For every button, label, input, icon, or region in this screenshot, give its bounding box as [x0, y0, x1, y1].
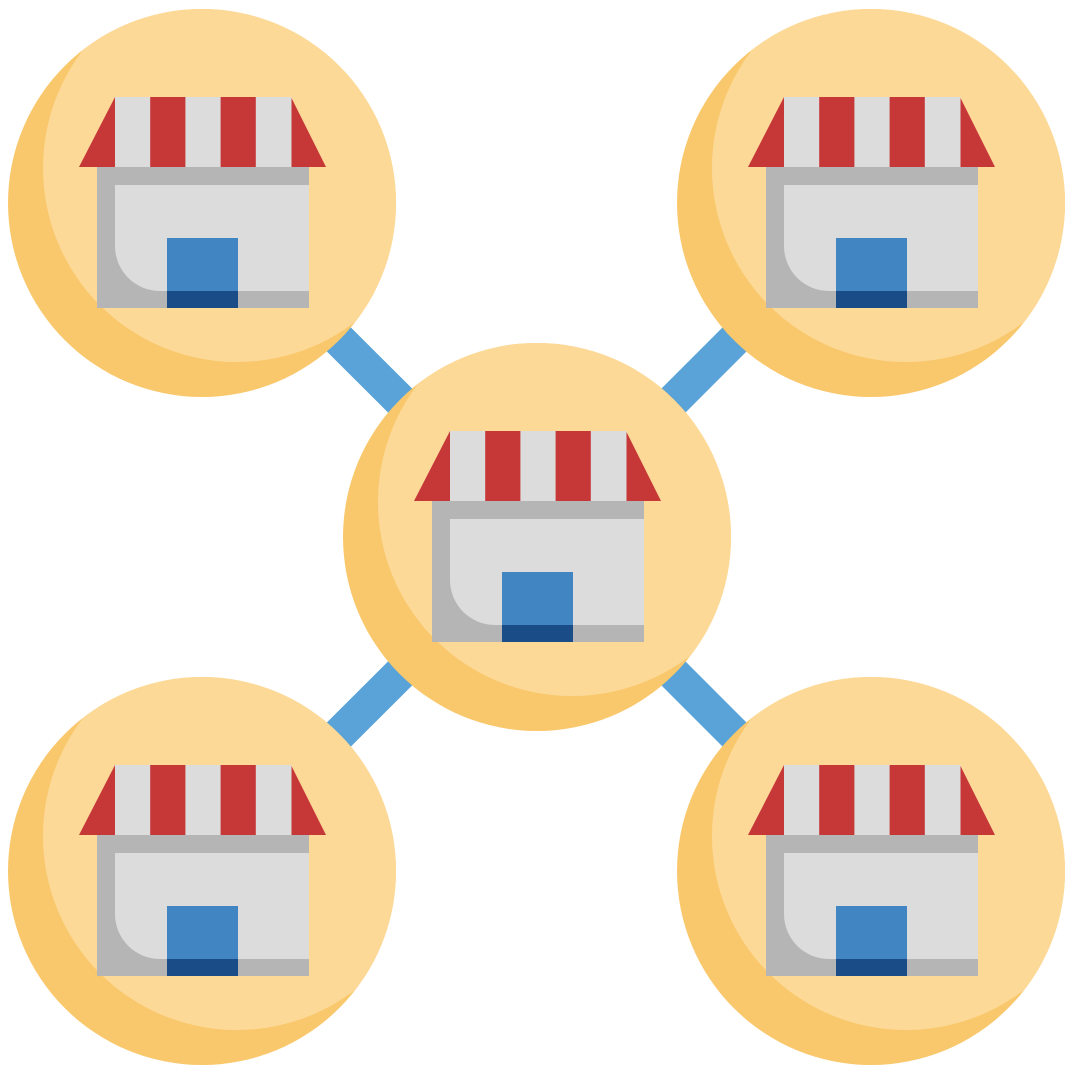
store-nodes [8, 9, 1065, 1065]
shop-door [836, 906, 907, 959]
awning-stripe [924, 97, 961, 167]
awning-stripe [185, 97, 222, 167]
awning-stripe [819, 765, 855, 835]
awning-right-wing [291, 97, 326, 167]
awning-stripe [255, 765, 292, 835]
awning-left-wing [748, 97, 784, 167]
awning-right-wing [626, 431, 661, 501]
awning-stripe [115, 765, 151, 835]
awning-stripe [555, 431, 592, 501]
awning-stripe [819, 97, 855, 167]
awning-stripe [520, 431, 557, 501]
awning-stripe [485, 431, 521, 501]
shop-door [167, 906, 238, 959]
shop-door-base [502, 625, 573, 642]
shop-door-base [836, 291, 907, 308]
bottom-right-store [677, 677, 1065, 1065]
shop-door [167, 238, 238, 291]
awning-stripe [784, 765, 820, 835]
awning-left-wing [79, 97, 115, 167]
awning-stripe [450, 431, 486, 501]
awning-stripe [220, 97, 257, 167]
shop-door [502, 572, 573, 625]
shop-icon [748, 97, 995, 308]
shop-door-base [836, 959, 907, 976]
awning-stripe [889, 765, 926, 835]
shop-icon [79, 97, 326, 308]
awning-stripe [924, 765, 961, 835]
awning-stripe [889, 97, 926, 167]
awning-stripe [115, 97, 151, 167]
awning-right-wing [960, 765, 995, 835]
top-left-store [8, 9, 396, 397]
shop-icon [79, 765, 326, 976]
awning-stripe [220, 765, 257, 835]
shop-icon [748, 765, 995, 976]
awning-right-wing [291, 765, 326, 835]
awning-stripe [854, 97, 891, 167]
awning-stripe [150, 97, 186, 167]
shop-icon [414, 431, 661, 642]
awning-left-wing [79, 765, 115, 835]
awning-stripe [590, 431, 627, 501]
bottom-left-store [8, 677, 396, 1065]
awning-stripe [255, 97, 292, 167]
shop-door-base [167, 959, 238, 976]
shop-door [836, 238, 907, 291]
awning-stripe [854, 765, 891, 835]
awning-stripe [185, 765, 222, 835]
shop-door-base [167, 291, 238, 308]
awning-stripe [784, 97, 820, 167]
awning-left-wing [748, 765, 784, 835]
center-store [343, 343, 731, 731]
awning-left-wing [414, 431, 450, 501]
awning-right-wing [960, 97, 995, 167]
awning-stripe [150, 765, 186, 835]
top-right-store [677, 9, 1065, 397]
